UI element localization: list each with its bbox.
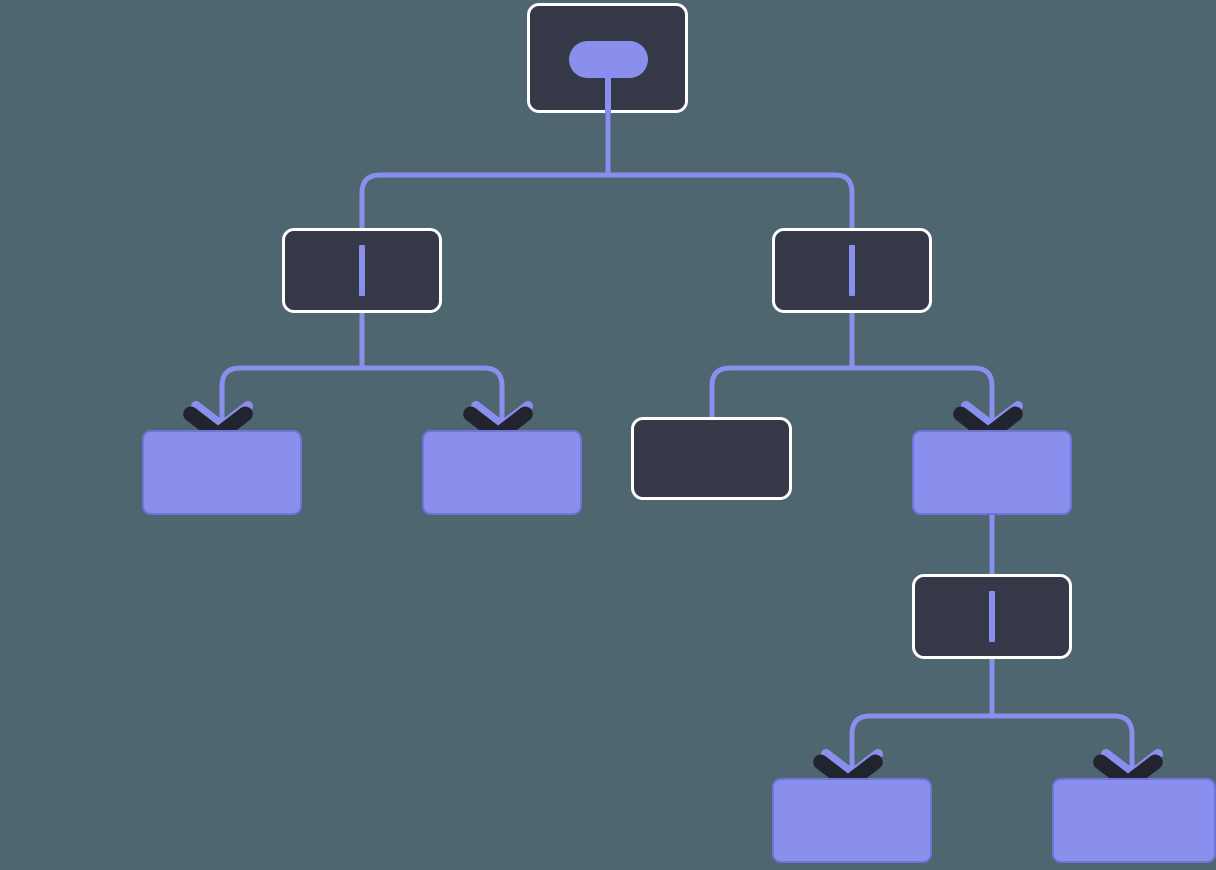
- arrowhead-g-accent: [1101, 749, 1163, 779]
- branch-node-left-caret-icon: [359, 245, 365, 296]
- empty-node-c[interactable]: [631, 417, 792, 500]
- arrowhead-a-accent: [191, 401, 253, 431]
- arrowhead-d-accent: [961, 401, 1023, 431]
- leaf-node-b[interactable]: [422, 430, 582, 515]
- branch-node-d[interactable]: [912, 430, 1072, 515]
- leaf-node-f[interactable]: [772, 778, 932, 863]
- branch-node-right-caret-icon: [849, 245, 855, 296]
- leaf-node-g[interactable]: [1052, 778, 1216, 863]
- root-node-pill-icon: [569, 41, 648, 78]
- edge-e-to-f: [849, 656, 995, 783]
- arrowhead-f-accent: [821, 749, 883, 779]
- edge-e-to-g: [989, 656, 1135, 783]
- edge-left-to-a: [219, 310, 365, 435]
- branch-node-e-caret-icon: [989, 591, 995, 642]
- leaf-node-a[interactable]: [142, 430, 302, 515]
- arrowhead-b-accent: [471, 401, 533, 431]
- edge-right-to-d: [849, 310, 995, 435]
- edge-right-to-c: [709, 310, 855, 420]
- edge-left-to-b: [359, 310, 505, 435]
- root-node-pill-stem-icon: [605, 60, 611, 113]
